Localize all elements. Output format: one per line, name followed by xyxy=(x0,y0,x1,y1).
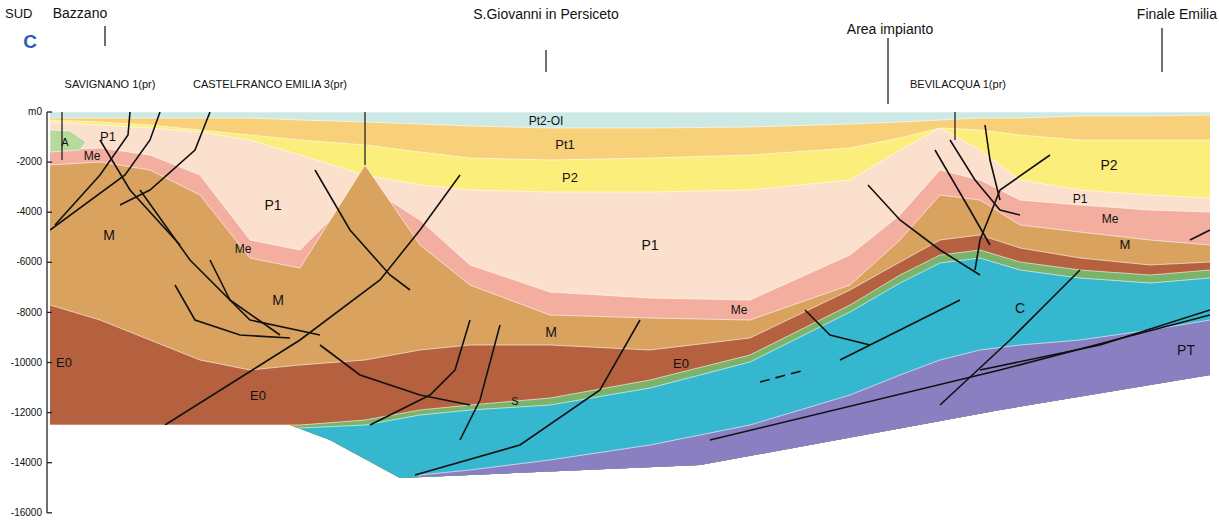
fault-line xyxy=(165,175,460,425)
unit-label: Pt1 xyxy=(555,138,575,151)
place-name: Finale Emilia xyxy=(1137,7,1217,21)
p2-layer xyxy=(40,120,1219,521)
section-letter: C xyxy=(23,32,37,51)
axis-tick xyxy=(47,512,52,513)
depth-tick-label: -4000 xyxy=(16,207,42,217)
fault-line xyxy=(940,270,1080,405)
unit-label: P1 xyxy=(100,130,116,143)
fault-line xyxy=(1190,230,1210,240)
unit-label: E0 xyxy=(250,389,266,402)
location-tick xyxy=(887,38,888,104)
pt-layer xyxy=(40,320,1219,521)
unit-label: P1 xyxy=(641,238,658,252)
unit-label: M xyxy=(1120,238,1131,251)
well-trace xyxy=(364,112,365,165)
fault-line xyxy=(805,310,870,345)
axis-tick xyxy=(47,312,52,313)
strata xyxy=(40,112,1219,521)
unit-label: E0 xyxy=(673,357,689,370)
unit-label: S xyxy=(511,396,518,407)
unit-label: M xyxy=(545,325,557,339)
unit-label: P2 xyxy=(1100,158,1117,172)
unit-label: Me xyxy=(84,150,101,162)
well-name: BEVILACQUA 1(pr) xyxy=(910,79,1006,90)
axis-and-ticks xyxy=(47,26,1162,513)
fault-line xyxy=(370,320,470,425)
unit-label: E0 xyxy=(56,356,72,369)
axis-tick xyxy=(47,212,52,213)
unit-label: P2 xyxy=(562,171,578,184)
fault-line xyxy=(120,112,210,205)
unit-label: P1 xyxy=(264,198,281,212)
axis-tick xyxy=(47,262,52,263)
depth-tick-label: -10000 xyxy=(11,358,42,368)
fault-line xyxy=(760,370,805,382)
fault-line xyxy=(840,300,960,360)
fault-line xyxy=(50,112,160,230)
fault-line xyxy=(55,112,130,225)
fault-line xyxy=(975,155,1050,270)
unit-label: Pt2-OI xyxy=(529,115,564,127)
place-name: S.Giovanni in Persiceto xyxy=(473,7,619,21)
fault-line xyxy=(415,320,640,475)
fault-line xyxy=(315,170,410,290)
p1-layer xyxy=(40,122,1219,521)
axis-tick xyxy=(47,462,52,463)
depth-tick-label: -6000 xyxy=(16,257,42,267)
m-layer xyxy=(40,162,1219,521)
axis-tick xyxy=(47,161,52,162)
pt1-layer xyxy=(40,115,1219,521)
fault-line xyxy=(140,190,320,335)
unit-label: Me xyxy=(235,243,252,255)
well-trace xyxy=(954,112,955,140)
eo-layer xyxy=(40,235,1219,521)
well-name: SAVIGNANO 1(pr) xyxy=(65,79,156,90)
axis-tick xyxy=(47,412,52,413)
c-layer xyxy=(40,258,1219,521)
depth-tick-label: m0 xyxy=(28,107,42,117)
fault-line xyxy=(460,325,500,440)
unit-label: M xyxy=(272,293,284,307)
place-name: Bazzano xyxy=(53,6,107,20)
axis-tick xyxy=(47,111,52,112)
fault-line xyxy=(985,125,1000,200)
place-name: Area impianto xyxy=(847,22,933,36)
depth-tick-label: -2000 xyxy=(16,157,42,167)
unit-label: P1 xyxy=(1073,193,1088,205)
well-name: CASTELFRANCO EMILIA 3(pr) xyxy=(193,79,347,90)
fault-line xyxy=(210,260,280,335)
pt2-ol-layer xyxy=(40,112,1219,521)
location-tick xyxy=(545,50,546,72)
unit-label: C xyxy=(1015,301,1025,315)
location-tick xyxy=(1161,28,1162,72)
s-layer xyxy=(40,250,1219,521)
unit-label: PT xyxy=(1177,343,1195,357)
fault-line xyxy=(935,150,990,245)
fault-line xyxy=(980,310,1210,370)
unit-label: M xyxy=(103,228,115,242)
unit-label: A xyxy=(61,137,68,148)
fault-line xyxy=(950,140,1020,215)
a-layer xyxy=(50,130,86,152)
unit-label: Me xyxy=(731,304,748,316)
me-layer xyxy=(40,148,1219,521)
depth-tick-label: -12000 xyxy=(11,408,42,418)
faults xyxy=(50,112,1210,475)
depth-tick-label: -8000 xyxy=(16,308,42,318)
fault-line xyxy=(320,345,470,405)
axis-tick xyxy=(47,362,52,363)
direction-label: SUD xyxy=(5,7,32,20)
location-tick xyxy=(104,26,105,46)
unit-label: Me xyxy=(1102,213,1119,225)
depth-tick-label: -16000 xyxy=(11,508,42,518)
depth-tick-label: -14000 xyxy=(11,458,42,468)
